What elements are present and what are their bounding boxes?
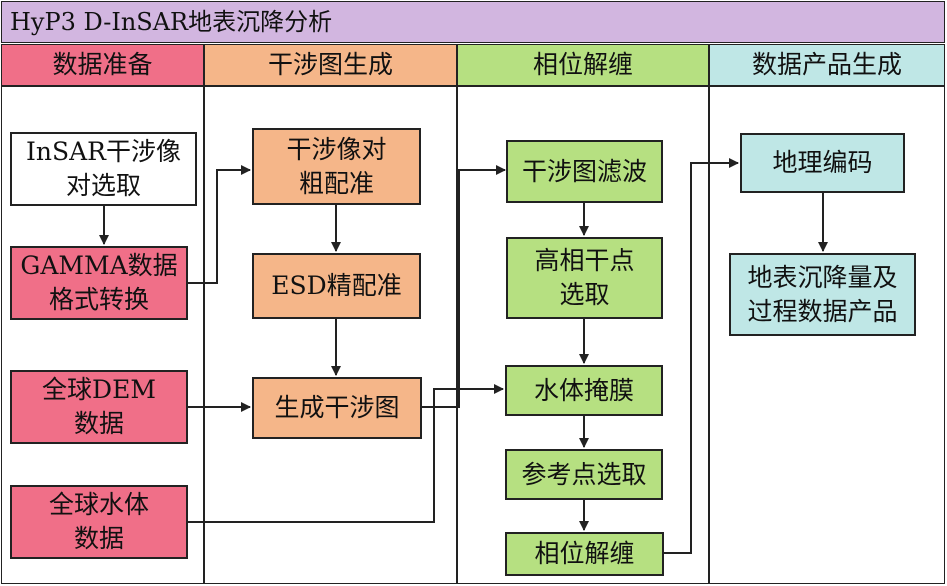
node-text-line: 参考点选取 bbox=[521, 459, 647, 489]
node-global-water: 全球水体数据 bbox=[10, 485, 188, 559]
column-divider-3 bbox=[708, 86, 710, 584]
node-text-line: 选取 bbox=[559, 280, 610, 309]
node-text-line: 相位解缠 bbox=[534, 539, 635, 568]
node-insar-pair-selection: InSAR干涉像对选取 bbox=[10, 132, 197, 206]
node-reference-point: 参考点选取 bbox=[505, 449, 663, 500]
node-text-line: 干涉图滤波 bbox=[521, 156, 647, 186]
node-text-line: 干涉像对 bbox=[286, 134, 387, 164]
node-text-line: 全球DEM bbox=[42, 375, 156, 404]
arrow-water-to-mask bbox=[188, 384, 504, 523]
column-header-interferogram: 干涉图生成 bbox=[204, 44, 457, 86]
arrow-gamma-to-coarse-reg bbox=[188, 165, 251, 284]
node-text-line: 过程数据产品 bbox=[747, 296, 898, 326]
column-divider-2 bbox=[456, 86, 458, 584]
node-coarse-registration: 干涉像对粗配准 bbox=[252, 128, 421, 205]
node-text-line: GAMMA数据 bbox=[20, 251, 178, 280]
node-phase-unwrapping: 相位解缠 bbox=[505, 532, 664, 576]
node-text-line: ESD精配准 bbox=[271, 271, 402, 300]
column-header-products: 数据产品生成 bbox=[709, 44, 945, 86]
node-geocoding: 地理编码 bbox=[740, 133, 905, 193]
node-text-line: 地表沉降量及 bbox=[747, 262, 898, 292]
column-header-unwrapping: 相位解缠 bbox=[457, 44, 709, 86]
node-high-coherence-selection: 高相干点选取 bbox=[506, 237, 663, 319]
diagram-frame bbox=[1, 86, 945, 584]
node-esd-registration: ESD精配准 bbox=[252, 253, 421, 319]
node-text-line: 生成干涉图 bbox=[274, 393, 400, 422]
node-subsidence-product: 地表沉降量及过程数据产品 bbox=[729, 253, 916, 336]
node-text-line: 对选取 bbox=[65, 171, 141, 200]
node-interferogram-filter: 干涉图滤波 bbox=[506, 140, 663, 203]
arrow-unwrap-to-geocode bbox=[664, 158, 739, 554]
node-gamma-format-conversion: GAMMA数据格式转换 bbox=[10, 246, 188, 320]
arrow-gen-ifg-to-filter bbox=[422, 165, 506, 408]
node-text-line: 格式转换 bbox=[48, 285, 149, 314]
column-divider-1 bbox=[203, 86, 205, 584]
column-header-data-prep: 数据准备 bbox=[1, 44, 204, 86]
node-text-line: 数据 bbox=[73, 524, 124, 553]
diagram-title: HyP3 D-InSAR地表沉降分析 bbox=[1, 1, 945, 43]
node-text-line: 水体掩膜 bbox=[533, 375, 634, 405]
node-text-line: InSAR干涉像 bbox=[26, 137, 181, 166]
node-text-line: 数据 bbox=[73, 409, 124, 438]
node-text-line: 全球水体 bbox=[48, 490, 149, 519]
node-generate-interferogram: 生成干涉图 bbox=[252, 377, 422, 439]
node-text-line: 高相干点 bbox=[534, 246, 635, 275]
node-text-line: 地理编码 bbox=[772, 148, 873, 177]
node-text-line: 粗配准 bbox=[298, 168, 374, 198]
node-water-mask: 水体掩膜 bbox=[505, 365, 663, 416]
node-global-dem: 全球DEM 数据 bbox=[10, 370, 188, 444]
